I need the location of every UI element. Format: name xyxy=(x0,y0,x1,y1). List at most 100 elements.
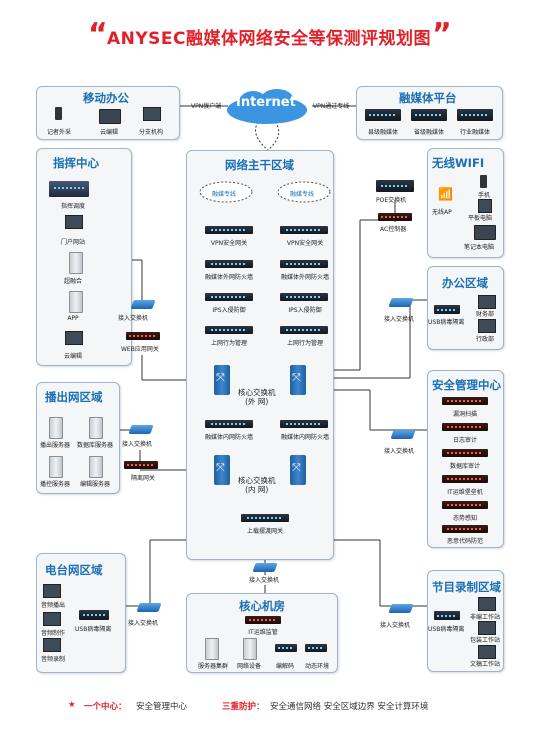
broadcast-title: 播出网区域 xyxy=(45,390,103,404)
close-quote-mark: ” xyxy=(432,17,452,52)
desktop-icon xyxy=(478,621,496,635)
core-internal-label: 核心交换机 (内 网) xyxy=(238,476,276,494)
video-wall-icon xyxy=(49,181,89,197)
program-title: 节目录制区域 xyxy=(432,580,501,594)
wifi-title: 无线WIFI xyxy=(432,156,485,170)
desktop-icon xyxy=(43,584,61,598)
laptop-icon xyxy=(474,225,496,240)
st-usb-label: USB病毒隔离 xyxy=(75,626,112,633)
cmd-item-hci: 超融合 xyxy=(63,278,83,285)
security-device-icon xyxy=(442,423,488,431)
ips-icon xyxy=(205,293,253,301)
ops-monitor-label: IT运维监管 xyxy=(248,629,278,636)
cmd-item-cloud-edit: 云编辑 xyxy=(63,353,83,360)
platform-item-county: 县级融媒体 xyxy=(367,129,399,136)
codec-icon xyxy=(275,644,297,652)
server-cluster-icon xyxy=(205,638,219,660)
server-icon xyxy=(49,417,63,439)
wifi-item-laptop: 笔记本电脑 xyxy=(464,244,495,251)
wifi-zone: 无线WIFI 📶 无线AP 手机 平板电脑 笔记本电脑 xyxy=(427,148,504,258)
sec-item-3: IT运维堡垒机 xyxy=(447,489,483,496)
security-device-icon xyxy=(442,475,488,483)
laptop-icon xyxy=(99,109,121,124)
security-switch-label: 接入交换机 xyxy=(384,448,415,455)
desktop-icon xyxy=(43,638,61,652)
core-external-label: 核心交换机 (外 网) xyxy=(238,388,276,406)
bc-switch-label: 接入交换机 xyxy=(122,441,153,448)
ferry-gateway-label: 上载摆渡网关 xyxy=(246,528,284,535)
poe-label: POE交换机 xyxy=(376,197,407,204)
program-item-1: 包装工作站 xyxy=(470,637,501,644)
cloud-icon xyxy=(199,181,253,203)
phone-icon xyxy=(480,175,487,188)
mobile-item-branch: 分支机构 xyxy=(138,129,164,136)
server-rack-icon xyxy=(457,109,493,121)
desktop-icon xyxy=(143,107,161,121)
command-center-title: 指挥中心 xyxy=(53,156,99,170)
office-usb-label: USB病毒隔离 xyxy=(428,319,465,326)
wifi-icon: 📶 xyxy=(438,187,453,201)
usb-isolator-icon xyxy=(79,610,109,620)
desktop-icon xyxy=(478,319,496,333)
bc-item-edit: 编辑服务器 xyxy=(79,481,111,488)
mobile-office-title: 移动办公 xyxy=(83,91,129,105)
security-device-icon xyxy=(442,449,488,457)
cr-item-env: 动态环境 xyxy=(304,663,330,670)
broadcast-zone: 播出网区域 播出服务器 数据库服务器 播控服务器 编辑服务器 xyxy=(36,382,120,494)
internet-label: Internet xyxy=(236,95,296,110)
server-icon xyxy=(69,252,83,274)
office-zone: 办公区域 USB病毒隔离 财务部 行政部 xyxy=(427,266,504,350)
behavior-mgmt-icon xyxy=(205,326,253,334)
ips-icon xyxy=(280,293,328,301)
cmd-item-dispatch: 指挥调度 xyxy=(60,203,86,210)
platform-item-province: 省级融媒体 xyxy=(413,129,445,136)
wifi-item-phone: 手机 xyxy=(478,192,491,199)
program-switch-label: 接入交换机 xyxy=(380,622,411,629)
phone-icon xyxy=(55,107,62,120)
server-rack-icon xyxy=(365,109,401,121)
footer-center-value: 安全管理中心 xyxy=(136,702,188,712)
station-zone: 电台网区域 音频播出 音频制作 音频录制 USB病毒隔离 xyxy=(36,553,126,673)
server-icon xyxy=(49,456,63,478)
vpn-right-label: VPN安全网关 xyxy=(286,240,324,247)
program-usb-label: USB病毒隔离 xyxy=(428,626,465,633)
firewall-icon xyxy=(280,260,328,268)
environment-icon xyxy=(305,644,327,652)
sec-item-5: 恶意代码防范 xyxy=(446,538,484,545)
poe-switch-icon xyxy=(376,180,414,192)
security-device-icon xyxy=(442,501,488,509)
st-item-record: 音频录制 xyxy=(41,656,66,663)
cloud-left-label: 融媒专线 xyxy=(212,191,237,198)
bc-item-database: 数据库服务器 xyxy=(76,442,114,449)
footer-protect-label: 三重防护： xyxy=(222,702,265,712)
desktop-icon xyxy=(43,612,61,626)
vpn-gateway-icon xyxy=(280,226,328,234)
ac-label: AC控制器 xyxy=(380,226,407,233)
office-item-finance: 财务部 xyxy=(476,311,495,318)
st-item-produce: 音频制作 xyxy=(41,630,66,637)
core-switch-icon xyxy=(290,365,306,395)
page-title: ANYSEC融媒体网络安全等保测评规划图 xyxy=(106,29,432,49)
isolation-gateway-icon xyxy=(124,461,158,469)
internet-cloud xyxy=(227,89,307,124)
cmd-gateway-label: WEB应用网关 xyxy=(121,346,159,353)
program-zone: 节目录制区域 USB病毒隔离 非编工作站 包装工作站 文稿工作站 xyxy=(427,570,504,672)
ferry-gateway-icon xyxy=(241,514,289,522)
security-zone: 安全管理中心 漏洞扫描 日志审计 数据库审计 IT运维堡垒机 态势感知 恶意代码… xyxy=(427,370,504,548)
office-title: 办公区域 xyxy=(442,276,488,290)
behavior-mgmt-icon xyxy=(280,326,328,334)
fw-in-right-label: 融媒体内网防火墙 xyxy=(280,434,330,441)
switch-icon xyxy=(388,298,414,307)
desktop-icon xyxy=(478,295,496,309)
fw-right-label: 融媒体外网防火墙 xyxy=(280,274,330,281)
office-switch-label: 接入交换机 xyxy=(384,316,415,323)
station-title: 电台网区域 xyxy=(45,563,103,577)
desktop-icon xyxy=(478,597,496,611)
sec-item-4: 态势感知 xyxy=(452,515,478,522)
footer-center-label: 一个中心： xyxy=(84,702,127,712)
switch-icon xyxy=(388,604,414,613)
server-icon xyxy=(89,417,103,439)
mobile-item-reporter: 记者外采 xyxy=(46,129,72,136)
ac-controller-icon xyxy=(378,213,412,221)
core-switch-icon xyxy=(290,455,306,485)
